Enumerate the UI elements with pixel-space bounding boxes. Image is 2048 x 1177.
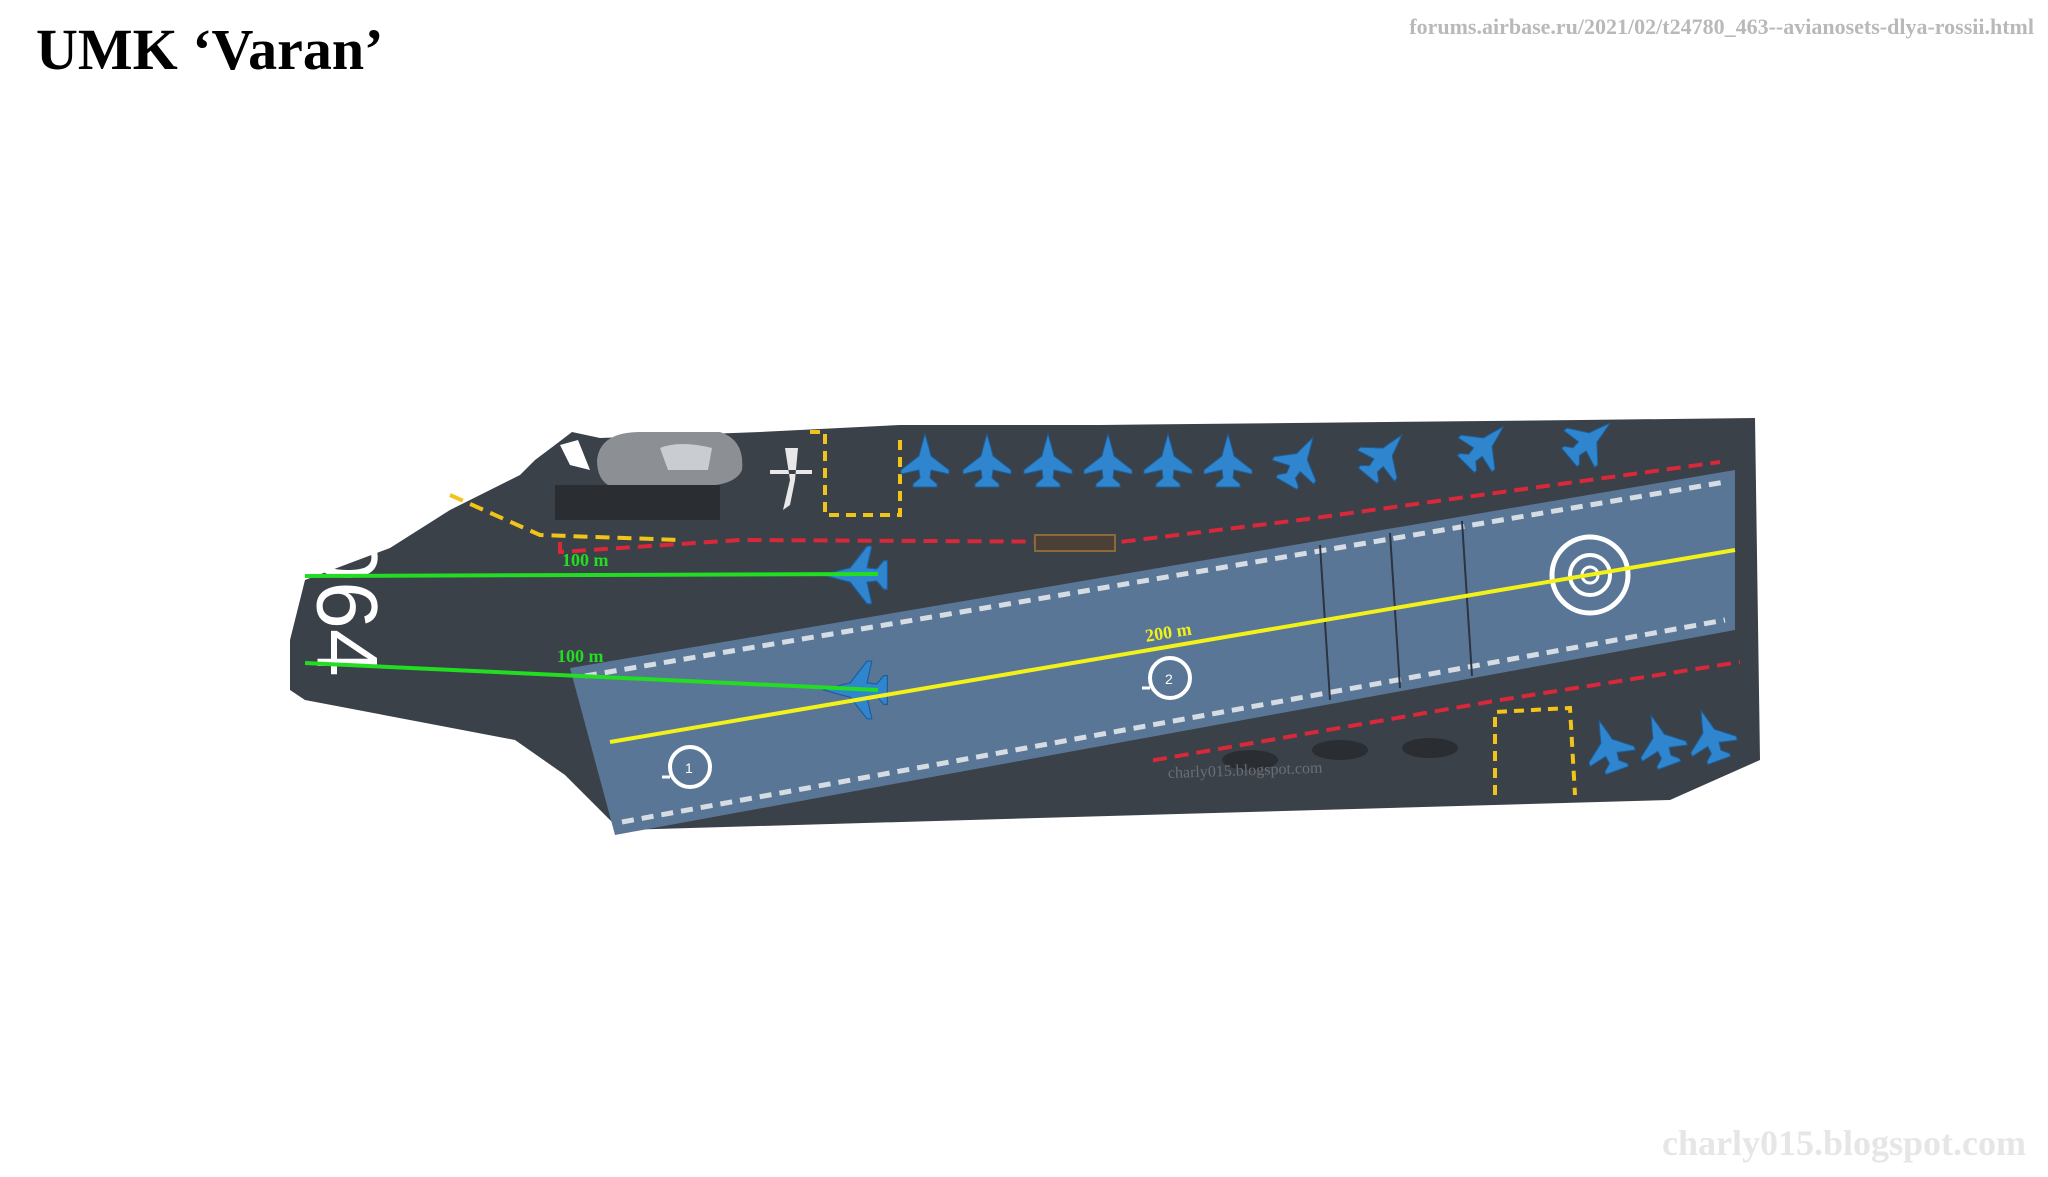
helicopter-icon — [770, 448, 812, 510]
runway-section-line — [1461, 520, 1473, 677]
aircraft-shadow — [1312, 740, 1368, 760]
deck-edge-red-line — [558, 460, 1721, 555]
footer-watermark: charly015.blogspot.com — [1662, 1123, 2026, 1163]
catapult-length-line — [304, 572, 879, 578]
deck-hatch — [1034, 534, 1116, 552]
landing-spot-number: 2 — [1165, 671, 1173, 687]
measurement-label: 100 m — [562, 550, 609, 570]
landing-spot-number: 1 — [685, 760, 693, 776]
bow-notch — [560, 440, 590, 470]
runway-edge-top — [584, 479, 1726, 679]
hull-number: 064 — [298, 533, 394, 677]
runway-section-line — [1319, 544, 1331, 701]
bow-yellow-line — [449, 493, 681, 542]
elevator-outline — [1493, 705, 1577, 796]
source-url: forums.airbase.ru/2021/02/t24780_463--av… — [1409, 14, 2034, 39]
deck-watermark: charly015.blogspot.com — [1168, 760, 1324, 782]
runway-section-line — [1389, 532, 1401, 689]
angled-runway — [570, 470, 1735, 835]
island-top — [660, 444, 712, 470]
elevator-outline — [810, 430, 902, 517]
catapult-length-line — [304, 661, 879, 692]
aircraft-shadow — [1222, 750, 1278, 770]
landing-spot-1: 1 — [662, 745, 712, 789]
aircraft-shadow — [1402, 738, 1458, 758]
island-base — [555, 485, 720, 520]
runway-length-line — [609, 548, 1736, 744]
runway-edge-bottom — [621, 617, 1726, 825]
landing-spot-2: 2 — [1142, 656, 1192, 700]
measurement-label: 100 m — [557, 646, 604, 666]
page-title: UMK ‘Varan’ — [36, 17, 384, 82]
deck-edge-red-line — [1153, 660, 1741, 763]
